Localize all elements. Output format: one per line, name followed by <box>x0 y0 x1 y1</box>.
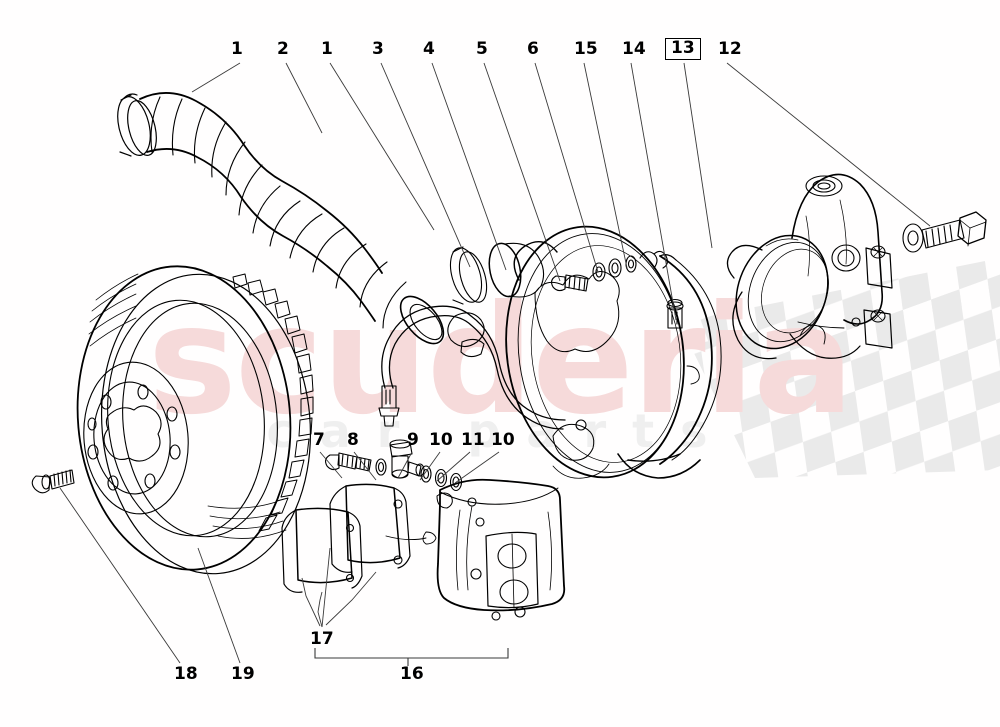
leader-line-10 <box>454 451 500 484</box>
leader-line-7 <box>319 451 343 479</box>
callout-label-12-c11: 12 <box>718 39 742 59</box>
leader-line-19 <box>197 547 241 664</box>
disc-retaining-bolt <box>31 469 75 494</box>
leader-line-11 <box>436 451 471 482</box>
callout-label-10-c15: 10 <box>429 430 453 450</box>
callout-label-4-c5: 4 <box>423 39 435 59</box>
air-deflector-duct <box>617 254 722 479</box>
bracket-outline <box>314 648 509 659</box>
hose-clamp-lower <box>449 246 488 305</box>
leader-line-9 <box>397 451 413 479</box>
brake-caliper <box>436 478 566 621</box>
leader-line-4 <box>431 62 507 271</box>
callout-label-16-c21: 16 <box>400 664 424 684</box>
leader-line-1 <box>191 62 241 93</box>
callout-label-7-c12: 7 <box>313 430 325 450</box>
leader-line-17 <box>321 547 331 628</box>
leader-line-1 <box>329 62 435 231</box>
brake-hose <box>378 298 684 430</box>
pad-leader-left <box>317 591 323 628</box>
callout-label-2-c2: 2 <box>277 39 289 59</box>
callout-label-19-c19: 19 <box>231 664 255 684</box>
leader-line-8 <box>353 451 377 481</box>
callout-label-3-c4: 3 <box>372 39 384 59</box>
callout-label-1-c1: 1 <box>231 39 243 59</box>
leader-line-18 <box>59 487 181 664</box>
brake-pads <box>281 483 437 593</box>
callout-label-11-c16: 11 <box>461 430 485 450</box>
leader-line-2 <box>285 62 323 134</box>
callout-label-8-c13: 8 <box>347 430 359 450</box>
leader-line-14 <box>630 62 677 321</box>
callout-label-13-c10: 13 <box>665 38 701 60</box>
hose-union-fasteners <box>324 439 463 492</box>
hose-clamp-upper <box>117 93 157 157</box>
leader-line-13 <box>683 62 713 249</box>
caliper-group-bracket <box>314 648 509 666</box>
leader-line-6 <box>534 62 599 273</box>
callout-label-15-c8: 15 <box>574 39 598 59</box>
brake-disc <box>76 265 314 575</box>
callout-label-10-c17: 10 <box>491 430 515 450</box>
callout-label-17-c20: 17 <box>310 629 334 649</box>
steering-knuckle-upright <box>726 173 893 360</box>
leader-line-5 <box>483 62 561 282</box>
backing-plate-fasteners <box>550 250 669 292</box>
callout-label-1-c3: 1 <box>321 39 333 59</box>
pad-leader-a <box>301 577 321 627</box>
pad-leader-b <box>325 571 377 626</box>
air-duct-hose-assembly <box>117 92 545 345</box>
callout-label-9-c14: 9 <box>407 430 419 450</box>
callout-label-18-c18: 18 <box>174 664 198 684</box>
leader-lines <box>59 62 931 664</box>
leader-line-10 <box>419 451 441 481</box>
leader-line-15 <box>583 62 628 269</box>
callout-label-5-c6: 5 <box>476 39 488 59</box>
leader-line-12 <box>726 62 931 227</box>
leader-line-3 <box>380 62 471 268</box>
callout-label-6-c7: 6 <box>527 39 539 59</box>
upright-bolt-and-washer <box>902 211 987 253</box>
callout-label-14-c9: 14 <box>622 39 646 59</box>
brake-backing-plate <box>505 225 685 479</box>
